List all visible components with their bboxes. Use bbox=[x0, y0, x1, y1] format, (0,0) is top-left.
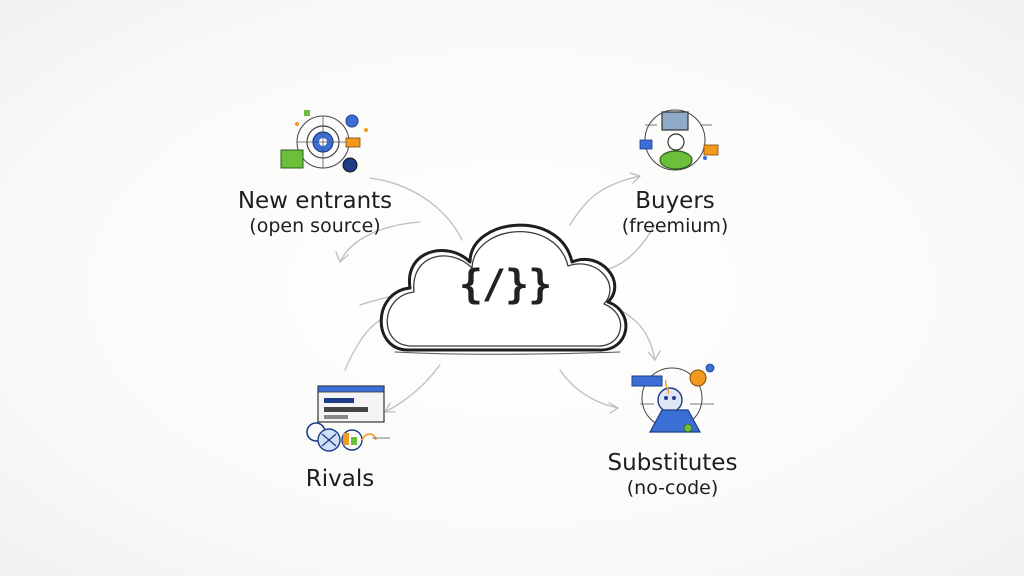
node-rivals: Rivals bbox=[280, 466, 400, 492]
arrow-substitutes-in-head bbox=[608, 402, 619, 414]
cloud-icon bbox=[379, 223, 628, 355]
node-buyers-title: Buyers bbox=[635, 188, 715, 214]
node-rivals-title: Rivals bbox=[305, 466, 375, 492]
arrow-new-entrants-out bbox=[339, 221, 421, 263]
arrow-buyers-in bbox=[604, 224, 656, 271]
node-substitutes-title: Substitutes bbox=[607, 450, 738, 476]
arrow-buyers-head bbox=[629, 172, 641, 184]
node-buyers: Buyers (freemium) bbox=[590, 188, 760, 238]
robot-gear-sketch-icon bbox=[631, 363, 715, 433]
arrow-substitutes-head bbox=[647, 350, 661, 361]
node-substitutes: Substitutes (no-code) bbox=[590, 450, 755, 500]
arrow-rivals-in bbox=[384, 364, 441, 413]
user-monitor-sketch-icon bbox=[639, 109, 719, 171]
node-new-entrants: New entrants (open source) bbox=[215, 188, 415, 238]
connector-arrows bbox=[335, 172, 661, 414]
node-substitutes-subtitle: (no-code) bbox=[626, 477, 719, 500]
arrow-buyers-out bbox=[569, 175, 641, 226]
gear-network-sketch-icon bbox=[280, 110, 368, 173]
arrow-rivals-head bbox=[384, 402, 396, 413]
code-braces-label: {/}} bbox=[458, 262, 552, 308]
dashboard-screen-sketch-icon bbox=[306, 385, 390, 452]
arrow-new-entrants-head bbox=[335, 251, 349, 263]
node-buyers-subtitle: (freemium) bbox=[621, 215, 729, 238]
arrow-new-entrants-in bbox=[369, 177, 463, 241]
node-new-entrants-subtitle: (open source) bbox=[249, 215, 381, 238]
node-new-entrants-title: New entrants bbox=[237, 188, 393, 214]
arrow-substitutes-in bbox=[559, 369, 619, 409]
